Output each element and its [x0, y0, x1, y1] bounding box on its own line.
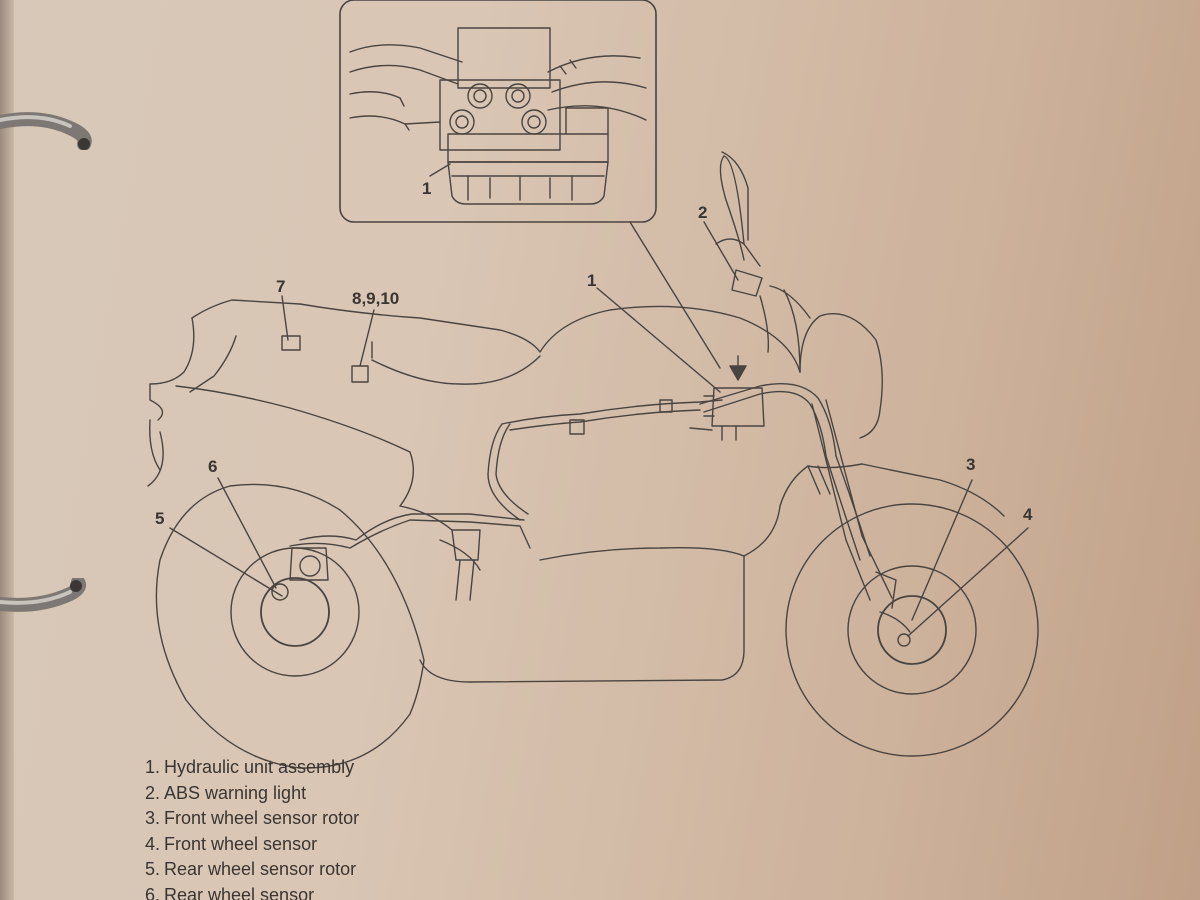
binder-ring-icon [0, 578, 86, 612]
parts-legend: 1.Hydraulic unit assembly 2.ABS warning … [124, 755, 359, 900]
callout-4: 4 [1023, 505, 1033, 524]
legend-item: 5.Rear wheel sensor rotor [144, 859, 357, 879]
front-wheel [785, 503, 1039, 757]
brake-lines [281, 269, 871, 601]
callout-2: 2 [698, 203, 707, 222]
callout-6: 6 [208, 457, 217, 476]
legend-item: 1.Hydraulic unit assembly [144, 757, 355, 777]
callout-7: 7 [276, 277, 285, 296]
hydraulic-unit-inset [339, 0, 721, 369]
leader-lines [169, 221, 1029, 637]
motorcycle-outline [147, 151, 1005, 683]
legend-item: 2.ABS warning light [144, 782, 307, 803]
callout-5: 5 [155, 509, 164, 528]
callout-8-9-10: 8,9,10 [352, 289, 399, 308]
legend-item: 3.Front wheel sensor rotor [144, 808, 360, 828]
binder-edge [0, 0, 14, 900]
callout-1: 1 [587, 271, 596, 290]
rear-wheel [155, 483, 425, 769]
callout-3: 3 [966, 455, 975, 474]
abs-warning-light-icon [731, 269, 763, 297]
binder-ring-icon [0, 112, 92, 150]
callout-inset-1: 1 [422, 179, 431, 198]
legend-item: 4.Front wheel sensor [144, 833, 318, 854]
legend-item: 6.Rear wheel sensor [144, 884, 315, 900]
